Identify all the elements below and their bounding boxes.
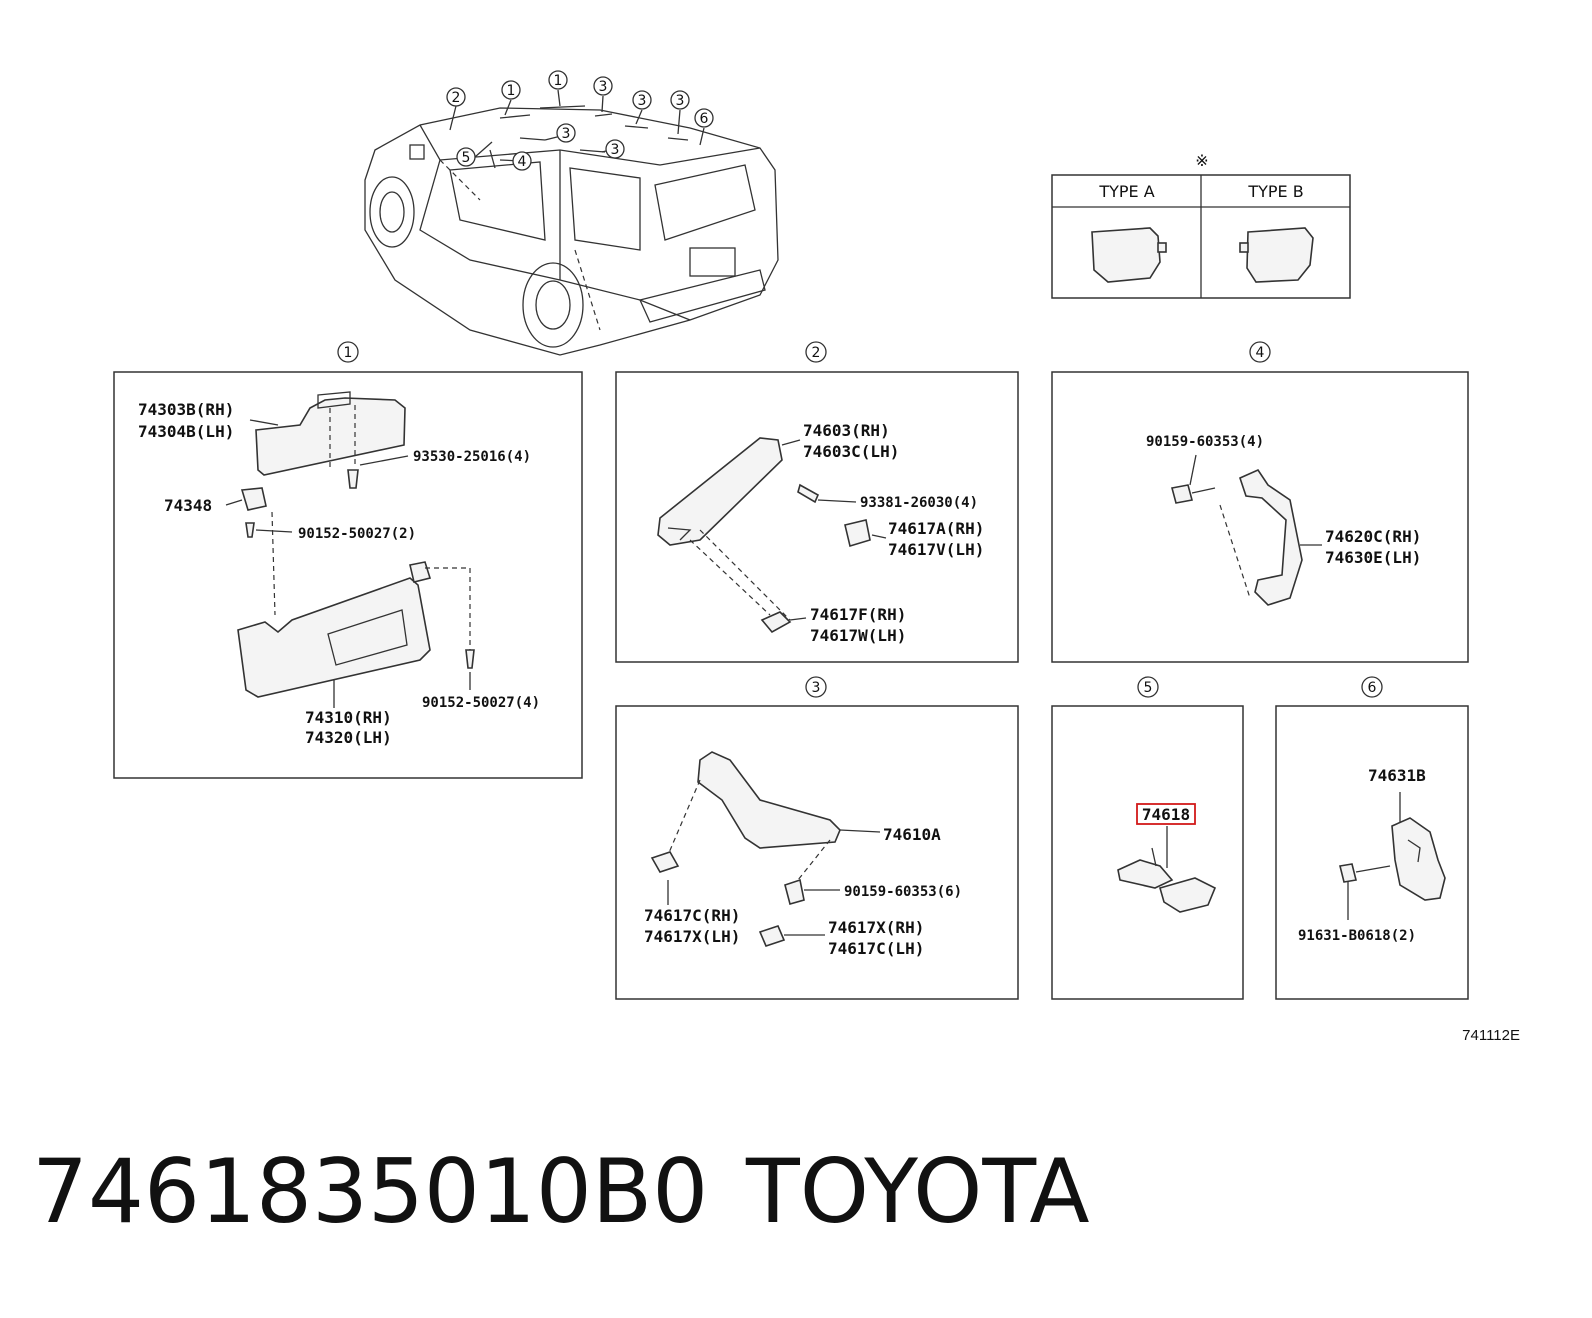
grip-74610a	[697, 751, 841, 849]
holder-74348	[240, 487, 267, 511]
group-1-panel: 1 74303B(RH) 74304B(LH) 93530-25016(4) 7…	[113, 341, 583, 779]
label-74617a: 74617A(RH)	[888, 519, 984, 538]
group-3-number: 3	[812, 680, 821, 696]
label-93530: 93530-25016(4)	[413, 449, 531, 465]
callout-2: 2	[452, 90, 461, 106]
group-4-number: 4	[1256, 345, 1265, 361]
label-74304b: 74304B(LH)	[138, 422, 234, 441]
callout-3: 3	[562, 126, 571, 142]
callout-1: 1	[507, 83, 516, 99]
group-1-number: 1	[344, 345, 353, 361]
label-90159-6: 90159-60353(6)	[844, 884, 962, 900]
group-4-panel: 4 90159-60353(4) 74620C(RH) 74630E(LH)	[1051, 341, 1469, 663]
hook-74618	[1117, 859, 1174, 889]
callout-3: 3	[611, 142, 620, 158]
label-74610a: 74610A	[883, 825, 941, 844]
label-74603c: 74603C(LH)	[803, 442, 899, 461]
label-74617w: 74617W(LH)	[810, 626, 906, 645]
type-table: ※ TYPE A TYPE B	[1051, 151, 1351, 299]
vehicle-illustration	[364, 89, 779, 356]
group-3-panel: 3 74610A 90159-60353(6) 74617C(RH) 74617…	[615, 676, 1019, 1000]
label-74617v: 74617V(LH)	[888, 540, 984, 559]
label-90152-4: 90152-50027(4)	[422, 695, 540, 711]
type-a-shape	[1091, 227, 1161, 283]
label-74303b: 74303B(RH)	[138, 400, 234, 419]
figure-reference: 741112E	[1462, 1027, 1520, 1044]
label-93381: 93381-26030(4)	[860, 495, 978, 511]
group-5-number: 5	[1144, 680, 1153, 696]
callout-1: 1	[554, 73, 563, 89]
group-5-panel: 5 74618	[1051, 676, 1244, 1000]
highlight-box	[1136, 803, 1196, 825]
label-74618: 74618	[1142, 805, 1190, 824]
type-b-header: TYPE B	[1247, 182, 1303, 201]
group-6-number: 6	[1368, 680, 1377, 696]
footer-part-number: 7461835010B0	[32, 1140, 708, 1243]
type-a-header: TYPE A	[1098, 182, 1154, 201]
type-b-shape	[1246, 227, 1314, 283]
label-90159-4: 90159-60353(4)	[1146, 434, 1264, 450]
label-74320: 74320(LH)	[305, 728, 392, 747]
label-90152-2: 90152-50027(2)	[298, 526, 416, 542]
label-74310: 74310(RH)	[305, 708, 392, 727]
label-74617x-lh: 74617X(LH)	[644, 927, 740, 946]
label-74630e: 74630E(LH)	[1325, 548, 1421, 567]
vehicle-callouts: 2 1 1 3 3 3 6 5 4 3 3	[446, 70, 714, 171]
callout-3: 3	[638, 93, 647, 109]
footer-brand: TOYOTA	[745, 1140, 1090, 1243]
callout-3: 3	[599, 79, 608, 95]
group-6-panel: 6 74631B 91631-B0618(2)	[1275, 676, 1469, 1000]
callout-4: 4	[518, 154, 527, 170]
label-91631: 91631-B0618(2)	[1298, 928, 1416, 944]
label-74620c: 74620C(RH)	[1325, 527, 1421, 546]
label-74348: 74348	[164, 496, 212, 515]
group-2-panel: 2 74603(RH) 74603C(LH) 93381-26030(4) 74…	[615, 341, 1019, 663]
lower-visor	[237, 577, 431, 698]
label-74617f: 74617F(RH)	[810, 605, 906, 624]
label-74631b: 74631B	[1368, 766, 1426, 785]
label-74617c-lh: 74617C(LH)	[828, 939, 924, 958]
callout-5: 5	[462, 150, 471, 166]
label-74617c-rh: 74617C(RH)	[644, 906, 740, 925]
callout-6: 6	[700, 111, 709, 127]
assist-grip-74603	[657, 437, 783, 546]
note-mark: ※	[1195, 151, 1208, 170]
callout-3: 3	[676, 93, 685, 109]
grip-74620c	[1239, 468, 1303, 606]
label-74617x-rh: 74617X(RH)	[828, 918, 924, 937]
label-74603: 74603(RH)	[803, 421, 890, 440]
group-2-number: 2	[812, 345, 821, 361]
